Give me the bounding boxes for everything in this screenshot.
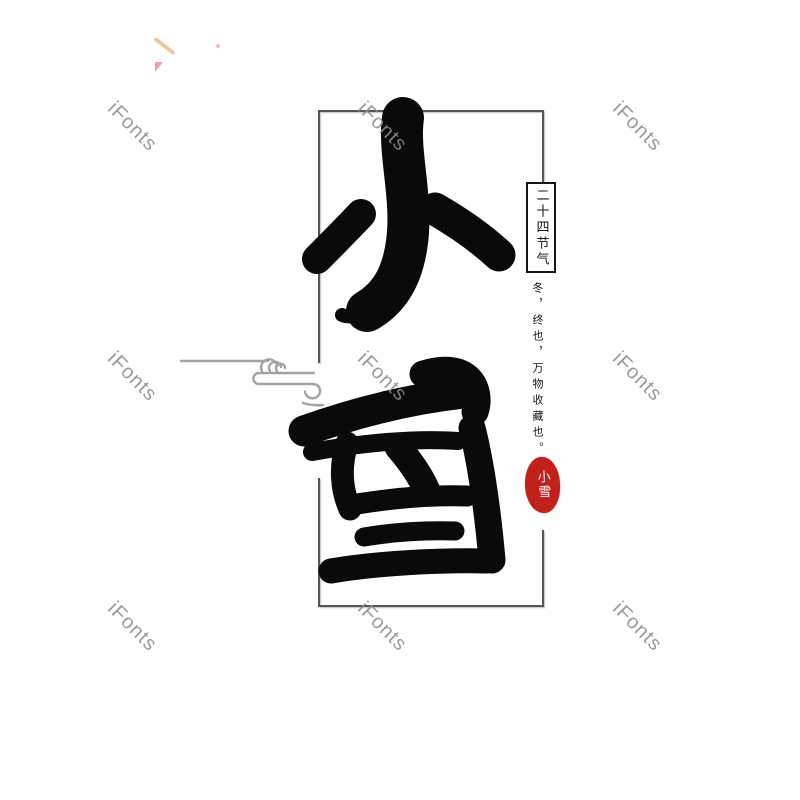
pink-dot-artifact [216,44,220,48]
solar-terms-label-text: 二十四节气 [533,187,549,268]
pink-triangle-artifact [155,62,163,72]
calligraphy-char-xiao [302,97,516,332]
winter-quote-text: 冬，终也，万物收藏也。 [531,282,544,458]
seal-text: 小雪 [534,469,551,501]
cloud-icon [179,358,325,407]
solar-terms-label: 二十四节气 [526,182,556,273]
calligraphy-char-xue [288,356,506,584]
